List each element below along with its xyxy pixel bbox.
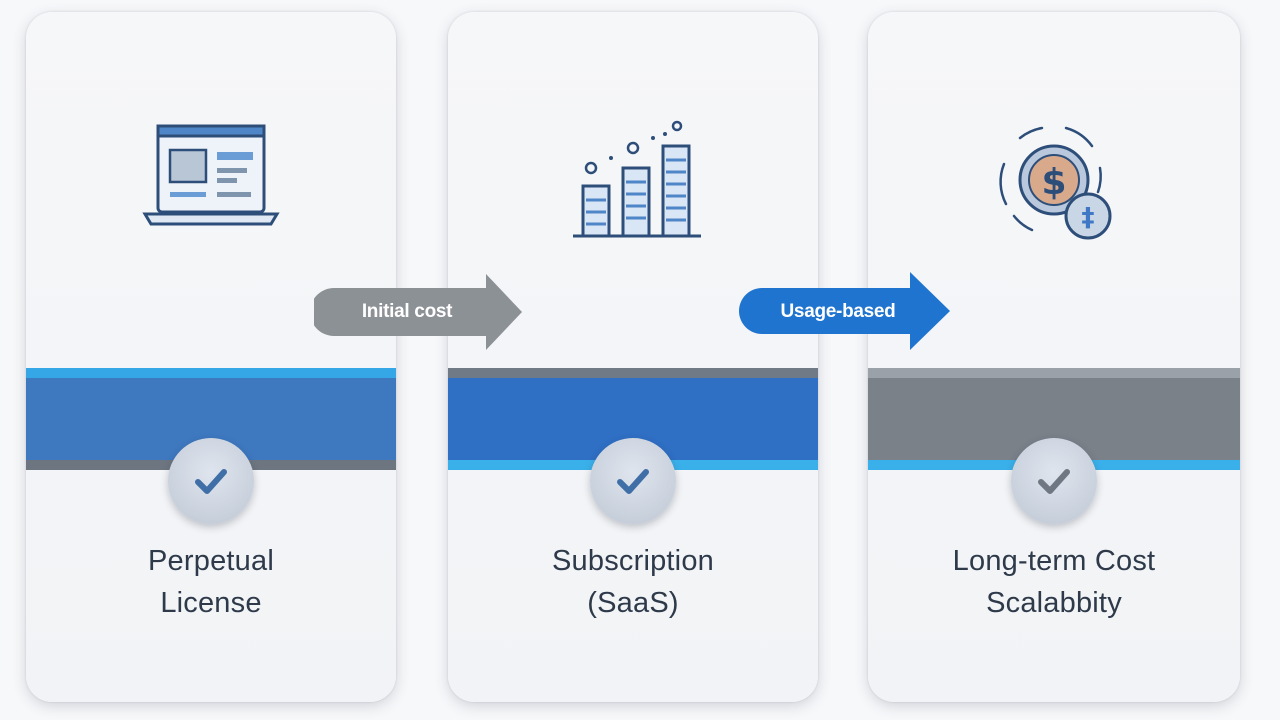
check-circle-icon (168, 438, 254, 524)
subscription-card: Subscription (SaaS) (448, 12, 818, 702)
svg-text:$: $ (1041, 162, 1066, 203)
svg-text:‡: ‡ (1082, 203, 1095, 233)
card-title-line2: Scalabbity (986, 587, 1122, 619)
card-title-line2: License (160, 587, 262, 619)
card-title-line1: Subscription (552, 545, 714, 577)
arrow-label: Initial cost (361, 301, 453, 322)
long-term-cost-card: $ ‡ Long-term Cost Scalabbity (868, 12, 1240, 702)
check-circle-icon (1011, 438, 1097, 524)
card-title: Long-term Cost Scalabbity (868, 540, 1240, 624)
card-title: Perpetual License (26, 540, 396, 624)
band-strip-top (26, 368, 396, 378)
laptop-icon (26, 112, 396, 252)
card-title: Subscription (SaaS) (448, 540, 818, 624)
card-title-line1: Perpetual (148, 545, 274, 577)
arrow-label: Usage-based (780, 301, 896, 322)
perpetual-license-card: Perpetual License (26, 12, 396, 702)
check-circle-icon (590, 438, 676, 524)
dollar-coin-icon: $ ‡ (868, 112, 1240, 252)
card-title-line2: (SaaS) (587, 587, 679, 619)
band-strip-top (448, 368, 818, 378)
card-title-line1: Long-term Cost (952, 545, 1156, 577)
bar-chart-icon (448, 112, 818, 252)
band-strip-top (868, 368, 1240, 378)
initial-cost-arrow: Initial cost (314, 274, 524, 350)
usage-based-arrow: Usage-based (738, 272, 950, 350)
